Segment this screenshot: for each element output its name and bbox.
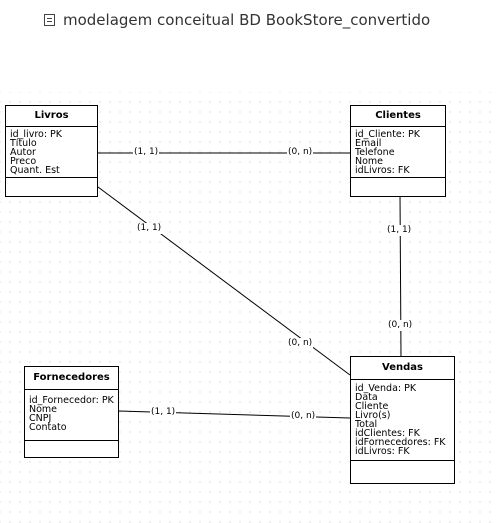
document-icon: [44, 14, 55, 26]
entity-vendas-methods: [351, 461, 454, 469]
attribute: idFornecedores: FK: [355, 437, 446, 448]
cardinality-clientes-vendas-target: (0, n): [387, 320, 414, 331]
attribute: Cliente: [355, 401, 389, 412]
attribute: CNPJ: [29, 413, 52, 424]
diagram-title: modelagem conceitual BD BookStore_conver…: [44, 10, 430, 30]
edge-clientes-vendas: [399, 193, 402, 357]
entity-livros-name: Livros: [6, 106, 97, 127]
entity-vendas-attributes: id_Venda: PK Data Cliente Livro(s) Total…: [351, 380, 454, 461]
entity-clientes-methods: [351, 178, 445, 186]
entity-vendas[interactable]: Vendas id_Venda: PK Data Cliente Livro(s…: [350, 356, 455, 484]
cardinality-livros-clientes-source: (1, 1): [133, 147, 160, 158]
entity-fornecedores-methods: [25, 441, 118, 449]
entity-livros-methods: [6, 178, 97, 186]
attribute: idLivros: FK: [355, 165, 410, 176]
entity-clientes-name: Clientes: [351, 106, 445, 127]
attribute: id_Cliente: PK: [355, 129, 420, 140]
entity-clientes[interactable]: Clientes id_Cliente: PK Email Telefone N…: [350, 105, 446, 197]
entity-fornecedores[interactable]: Fornecedores id_Fornecedor: PK Nome CNPJ…: [24, 366, 119, 458]
entity-vendas-name: Vendas: [351, 357, 454, 380]
attribute: Telefone: [355, 147, 395, 158]
attribute: Nome: [355, 156, 384, 167]
cardinality-livros-vendas-target: (0, n): [287, 338, 314, 349]
attribute: Preco: [10, 156, 37, 167]
attribute: Contato: [29, 422, 67, 433]
entity-fornecedores-name: Fornecedores: [25, 367, 118, 390]
attribute: id_Fornecedor: PK: [29, 395, 114, 406]
attribute: Data: [355, 392, 378, 403]
attribute: idClientes: FK: [355, 428, 420, 439]
entity-livros-attributes: id_livro: PK Título Autor Preco Quant. E…: [6, 127, 97, 178]
attribute: Autor: [10, 147, 36, 158]
attribute: id_Venda: PK: [355, 383, 417, 394]
cardinality-fornecedores-vendas-target: (0, n): [290, 411, 317, 422]
cardinality-livros-clientes-target: (0, n): [287, 147, 314, 158]
attribute: id_livro: PK: [10, 129, 63, 140]
attribute: Quant. Est: [10, 165, 60, 176]
attribute: idLivros: FK: [355, 446, 410, 457]
attribute: Email: [355, 138, 382, 149]
entity-clientes-attributes: id_Cliente: PK Email Telefone Nome idLiv…: [351, 127, 445, 178]
attribute: Nome: [29, 404, 58, 415]
entity-fornecedores-attributes: id_Fornecedor: PK Nome CNPJ Contato: [25, 390, 118, 441]
attribute: Total: [355, 419, 378, 430]
attribute: Título: [10, 138, 37, 149]
entity-livros[interactable]: Livros id_livro: PK Título Autor Preco Q…: [5, 105, 98, 197]
diagram-title-text: modelagem conceitual BD BookStore_conver…: [63, 11, 431, 29]
cardinality-clientes-vendas-source: (1, 1): [386, 225, 413, 236]
cardinality-fornecedores-vendas-source: (1, 1): [150, 407, 177, 418]
attribute: Livro(s): [355, 410, 391, 421]
cardinality-livros-vendas-source: (1, 1): [136, 223, 163, 234]
